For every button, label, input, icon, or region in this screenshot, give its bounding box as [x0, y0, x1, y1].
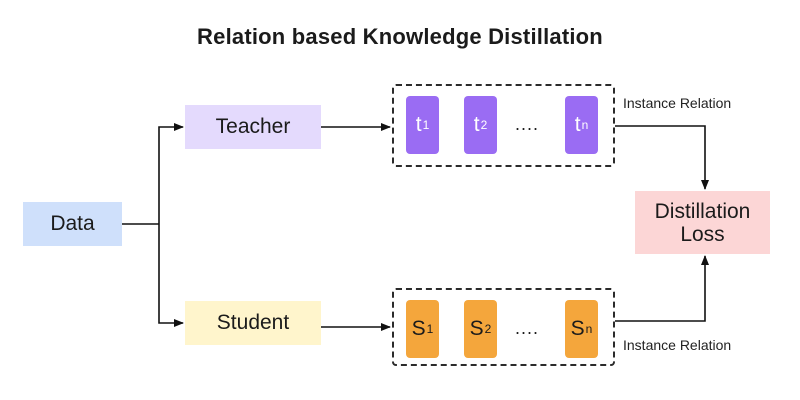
student-group-to-loss-arrow	[615, 255, 709, 322]
chip-subscript: 2	[480, 118, 488, 132]
teacher-node-label: Teacher	[215, 115, 291, 138]
diagram-title: Relation based Knowledge Distillation	[197, 24, 603, 49]
teacher-ellipsis: ....	[515, 114, 540, 134]
chip-subscript: 1	[426, 322, 434, 336]
chip-base: S	[469, 317, 484, 340]
student-node-label: Student	[216, 311, 290, 334]
distillation-loss-node: Distillation Loss	[635, 191, 770, 254]
student-instance-group	[392, 288, 615, 366]
chip-base: S	[570, 317, 585, 340]
chip-subscript: n	[581, 118, 589, 132]
branch-to-teacher-arrow	[158, 123, 184, 224]
chip-subscript: n	[585, 322, 593, 336]
student-ellipsis: ....	[515, 318, 540, 338]
student-node: Student	[185, 301, 321, 345]
teacher-instance-relation-label: Instance Relation	[623, 95, 732, 111]
teacher-instance-group	[392, 84, 615, 167]
chip-subscript: 2	[484, 322, 492, 336]
data-node: Data	[23, 202, 122, 246]
chip-base: t	[473, 113, 480, 136]
loss-label-line1: Distillation	[654, 199, 751, 223]
chip-base: t	[415, 113, 422, 136]
teacher-node: Teacher	[185, 105, 321, 149]
loss-label-line2: Loss	[680, 222, 725, 246]
chip-base: t	[574, 113, 581, 136]
teacher-group-to-loss-arrow	[615, 125, 709, 190]
chip-subscript: 1	[422, 118, 430, 132]
branch-to-student-arrow	[158, 224, 184, 327]
chip-base: S	[411, 317, 426, 340]
data-node-label: Data	[50, 212, 95, 235]
student-instance-relation-label: Instance Relation	[623, 337, 732, 353]
